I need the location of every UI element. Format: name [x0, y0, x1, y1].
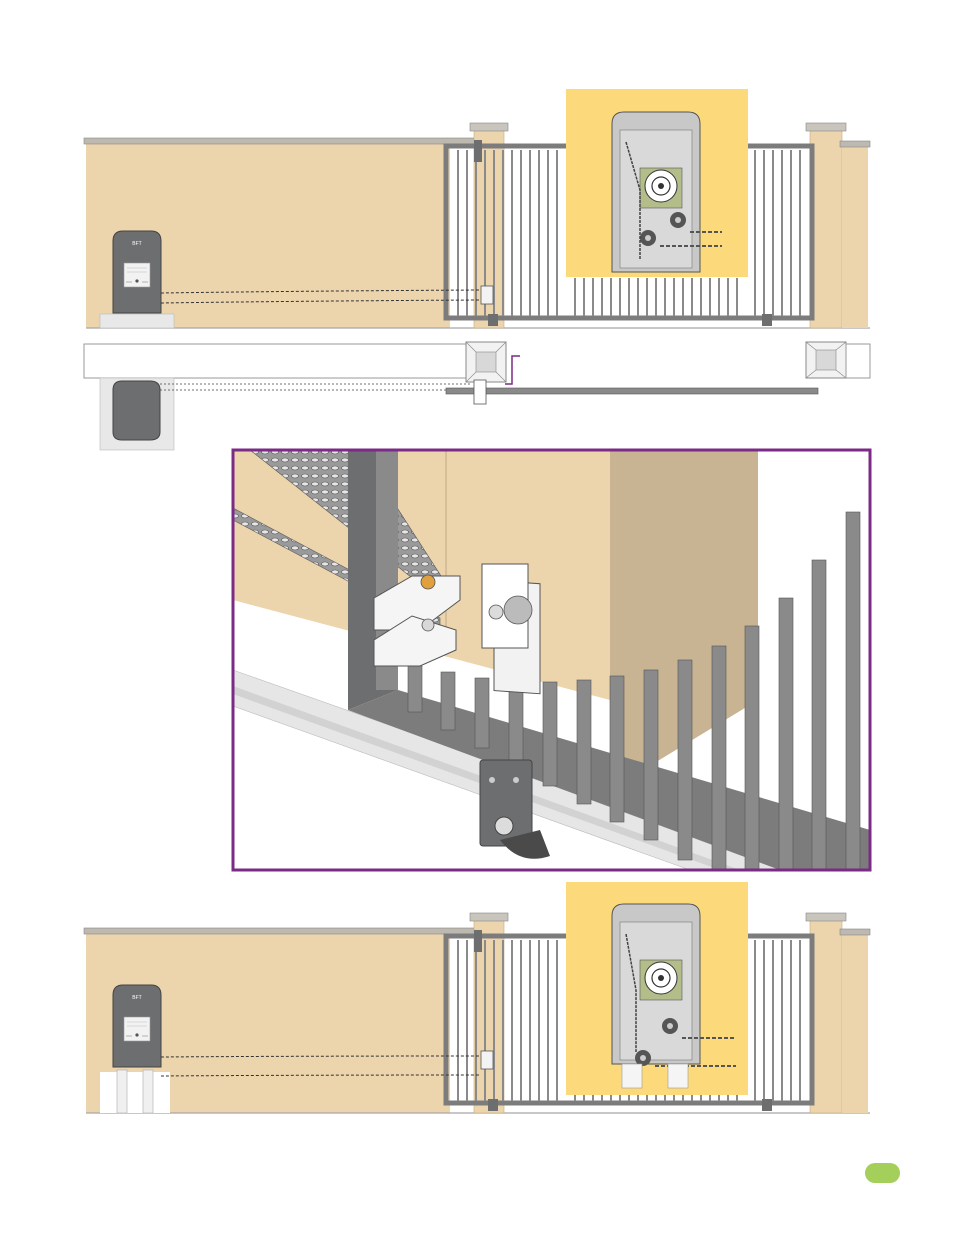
roller-wheel-icon — [488, 1099, 498, 1111]
motor-brand-label: BFT — [132, 995, 141, 1001]
detail-callout-line — [505, 356, 520, 384]
roller-wheel-icon — [762, 314, 772, 326]
mounting-post — [622, 1064, 642, 1088]
motor-inset-top — [566, 89, 748, 277]
figure-bracket-detail — [233, 450, 870, 870]
gate-pillar-right — [806, 123, 870, 328]
concrete-base — [100, 314, 174, 328]
gate-pillar-right — [806, 913, 870, 1113]
gate-track — [446, 388, 818, 394]
roller-wheel-icon — [488, 314, 498, 326]
bracket-icon — [481, 1051, 493, 1069]
pillar-cap-left — [466, 342, 506, 382]
wall-cutout — [100, 1072, 170, 1113]
mounting-post — [668, 1064, 688, 1088]
mounting-post — [143, 1070, 153, 1113]
gate-guide-icon — [474, 140, 482, 162]
motor-brand-label: BFT — [132, 241, 141, 247]
gate-guide-icon — [474, 930, 482, 952]
bracket-icon — [481, 286, 493, 304]
page-number-badge — [865, 1163, 900, 1183]
motor-inset-bottom — [566, 882, 748, 1095]
motor-unit-icon — [113, 381, 160, 440]
pillar-cap-right — [806, 342, 870, 378]
mounting-post — [117, 1070, 127, 1113]
wall-top — [84, 344, 470, 378]
bracket-icon — [474, 380, 486, 404]
figure-elevation-post-mount: BFT — [84, 882, 870, 1113]
figure-elevation-surface-mount: BFT — [84, 89, 870, 328]
roller-wheel-icon — [762, 1099, 772, 1111]
figure-plan-view — [84, 342, 870, 450]
